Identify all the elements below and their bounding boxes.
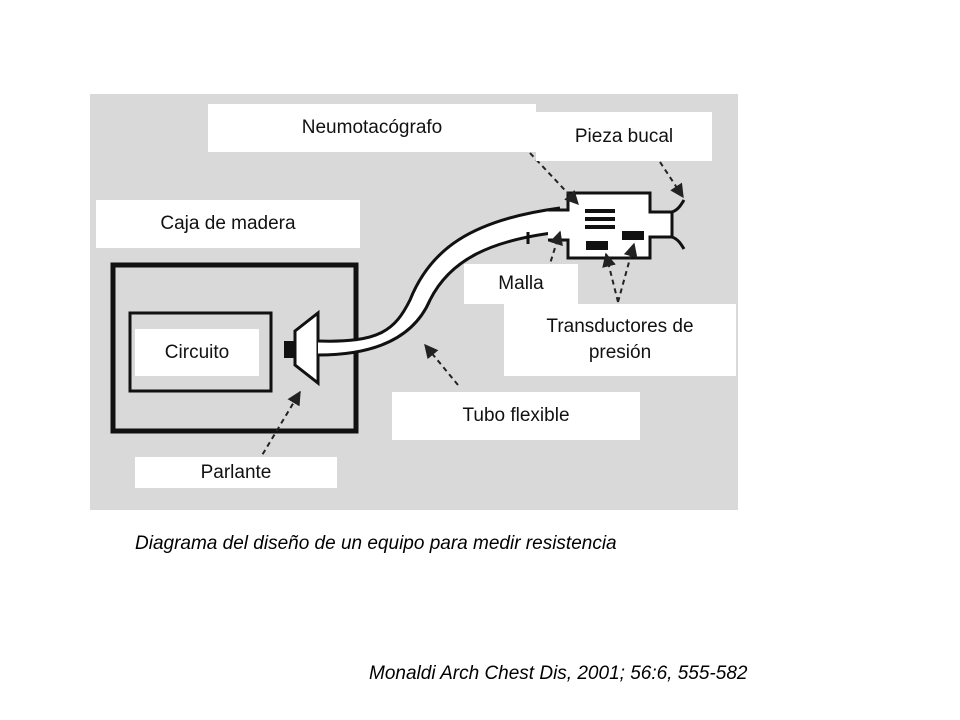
mouthpiece-upper <box>671 199 686 214</box>
pointer-neumotacografo <box>529 152 579 206</box>
label-transductores: Transductores de presión <box>504 304 736 376</box>
pointer-malla <box>547 230 563 271</box>
label-tubo-flexible: Tubo flexible <box>392 392 640 440</box>
pressure-transducer <box>622 231 644 240</box>
label-malla: Malla <box>464 264 578 304</box>
mouthpiece-lower <box>671 235 686 250</box>
label-parlante: Parlante <box>135 457 337 488</box>
speaker-horn <box>293 309 320 387</box>
figure-caption: Diagrama del diseño de un equipo para me… <box>135 533 617 554</box>
tube-fill <box>318 208 560 355</box>
tube-upper-wall <box>317 206 561 343</box>
label-caja-de-madera: Caja de madera <box>96 200 360 248</box>
pointer-transductor-1 <box>602 252 619 303</box>
speaker-cone <box>284 341 295 358</box>
circuit-box <box>128 311 273 393</box>
pointer-pieza-bucal <box>659 161 684 199</box>
label-pieza-bucal: Pieza bucal <box>536 112 712 161</box>
pointer-parlante <box>257 390 301 463</box>
pointer-tubo <box>424 343 459 386</box>
pointer-transductor-2 <box>617 242 638 303</box>
citation: Monaldi Arch Chest Dis, 2001; 56:6, 555-… <box>369 663 748 684</box>
tube-lower-wall <box>317 230 561 357</box>
label-circuito: Circuito <box>135 329 259 376</box>
pressure-transducer <box>586 241 608 250</box>
label-neumotacografo: Neumotacógrafo <box>208 104 536 152</box>
